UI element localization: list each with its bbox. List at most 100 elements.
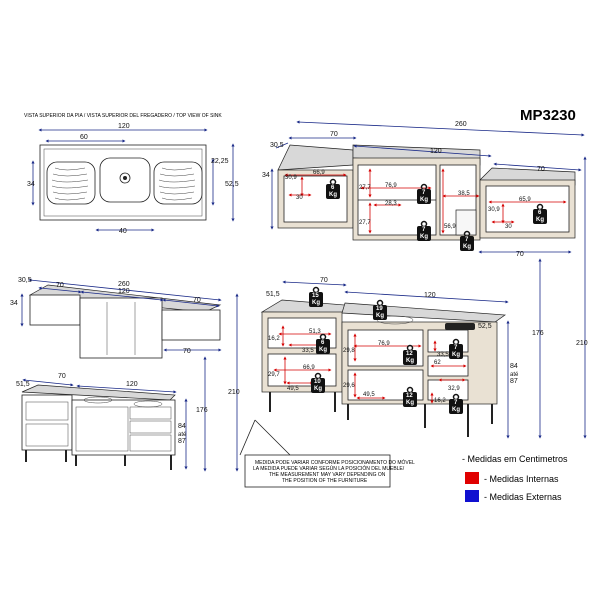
lower-i16b: 16,2 (434, 398, 446, 404)
svg-text:7: 7 (422, 227, 426, 233)
note-line-1: MEDIDA PODE VARIAR CONFORME POSICIONAMEN… (255, 459, 415, 466)
svg-text:Kg: Kg (452, 352, 460, 358)
svg-text:Kg: Kg (420, 234, 428, 240)
upper-detail-below: 70 (516, 251, 524, 258)
right-sink-bowl (153, 161, 203, 205)
lower-i29b: 29,8 (343, 348, 355, 354)
overview-lower-ate: até (178, 432, 187, 438)
svg-text:7: 7 (454, 400, 458, 406)
model-code: MP3230 (520, 107, 576, 124)
svg-text:10: 10 (314, 379, 321, 385)
measurement-note: MEDIDA PODE VARIAR CONFORME POSICIONAMEN… (239, 419, 415, 488)
sink-bowl-depth: 34 (27, 181, 35, 188)
overview-lower-right: 120 (126, 381, 138, 388)
upper-detail-middle-width: 120 (430, 148, 442, 155)
svg-text:Kg: Kg (319, 347, 327, 353)
svg-text:Kg: Kg (536, 217, 544, 223)
lower-detail-left: 70 (320, 277, 328, 284)
svg-text:7: 7 (454, 345, 458, 351)
note-line-4: THE POSITION OF THE FURNITURE (282, 478, 368, 484)
upper-cabinets-detail: 70 260 120 70 30,5 34 70 66,9 30,9 30 76… (262, 120, 585, 258)
drain-icon (119, 172, 131, 184)
svg-text:Kg: Kg (329, 192, 337, 198)
svg-text:Kg: Kg (420, 197, 428, 203)
legend: - Medidas em Centimetros - Medidas Inter… (462, 454, 568, 502)
weight-icon: 6Kg (532, 203, 548, 225)
svg-text:7: 7 (422, 190, 426, 196)
lower-i51: 51,3 (309, 329, 321, 335)
legend-external-swatch (465, 490, 479, 502)
upper-mid-inner-width: 76,9 (385, 183, 397, 189)
lower-i76: 76,9 (378, 341, 390, 347)
overview-lower-h84: 84 (178, 423, 186, 430)
legend-title: - Medidas em Centimetros (462, 454, 568, 464)
upper-mid-inner-height: 27,7 (359, 185, 371, 191)
upper-mid-inner-height-2: 27,7 (359, 220, 371, 226)
svg-text:Kg: Kg (406, 400, 414, 406)
lower-detail-h84: 84 (510, 363, 518, 370)
sink-top-view: VISTA SUPERIOR DA PIA / VISTA SUPERIOR D… (24, 113, 239, 235)
svg-text:6: 6 (321, 340, 325, 346)
upper-detail-total-width: 260 (455, 121, 467, 128)
overview-upper-below: 70 (183, 348, 191, 355)
svg-text:15: 15 (312, 293, 319, 299)
svg-text:12: 12 (406, 393, 413, 399)
sink-total-depth: 52,5 (225, 181, 239, 188)
upper-detail-right-width: 70 (537, 166, 545, 173)
overview-upper-cabinets: 260 70 120 70 30,5 34 70 (10, 277, 222, 359)
weight-icon: 6Kg (325, 178, 341, 200)
note-box (244, 454, 391, 488)
overview-lower-left: 70 (58, 373, 66, 380)
upper-mid-shelf-height: 56,9 (444, 224, 456, 230)
svg-text:Kg: Kg (314, 386, 322, 392)
lower-i49a: 49,5 (287, 386, 299, 392)
weight-icon: 7Kg (459, 230, 475, 252)
lower-detail-h87: 87 (510, 378, 518, 385)
lower-i66: 66,9 (303, 365, 315, 371)
overview-upper-depth: 30,5 (18, 277, 32, 284)
weight-icon: 7Kg (448, 338, 464, 360)
upper-detail-depth: 30,5 (270, 142, 284, 149)
weight-icon: 7Kg (416, 183, 432, 205)
sink-drain-width: 40 (119, 228, 127, 235)
upper-detail-height: 34 (262, 172, 270, 179)
upper-left-inner-height: 30,9 (285, 175, 297, 181)
svg-text:Kg: Kg (376, 313, 384, 319)
lower-detail-top-depth: 52,5 (478, 323, 492, 330)
upper-detail-left-width: 70 (330, 131, 338, 138)
svg-text:12: 12 (406, 351, 413, 357)
upper-right-inner-width: 65,9 (519, 197, 531, 203)
svg-text:19: 19 (376, 306, 383, 312)
upper-right-inner-depth: 30 (505, 224, 512, 230)
svg-text:6: 6 (538, 210, 542, 216)
weight-icon: 7Kg (448, 393, 464, 415)
lower-i49b: 49,5 (363, 392, 375, 398)
legend-external-label: - Medidas Externas (484, 492, 562, 502)
lower-i62: 62 (434, 360, 441, 366)
lower-detail-h176: 176 (532, 330, 544, 337)
overview-upper-right: 70 (193, 297, 201, 304)
svg-text:Kg: Kg (452, 407, 460, 413)
sink-view-caption: VISTA SUPERIOR DA PIA / VISTA SUPERIOR D… (24, 113, 222, 119)
overview-upper-middle: 120 (118, 288, 130, 295)
lower-detail-ate: até (510, 372, 519, 378)
overview-lower-h87: 87 (178, 438, 186, 445)
sink-total-width: 120 (118, 123, 130, 130)
overview-h176: 176 (196, 407, 208, 414)
overview-lower-cabinets: 70 120 51,5 84 até 87 176 210 (16, 293, 240, 472)
upper-right-inner-height: 30,9 (488, 207, 500, 213)
overview-lower-depth: 51,5 (16, 381, 30, 388)
lower-cabinets-detail: 70 120 51,5 52,5 84 até 87 176 210 51,3 … (260, 156, 588, 439)
lower-i16: 16,2 (268, 336, 280, 342)
sink-right-offset: 22,25 (211, 158, 229, 165)
svg-text:6: 6 (331, 185, 335, 191)
lower-i33a: 33,5 (302, 348, 314, 354)
overview-h210: 210 (228, 389, 240, 396)
left-sink-bowl (46, 161, 96, 205)
lower-i29a: 29,7 (268, 372, 280, 378)
